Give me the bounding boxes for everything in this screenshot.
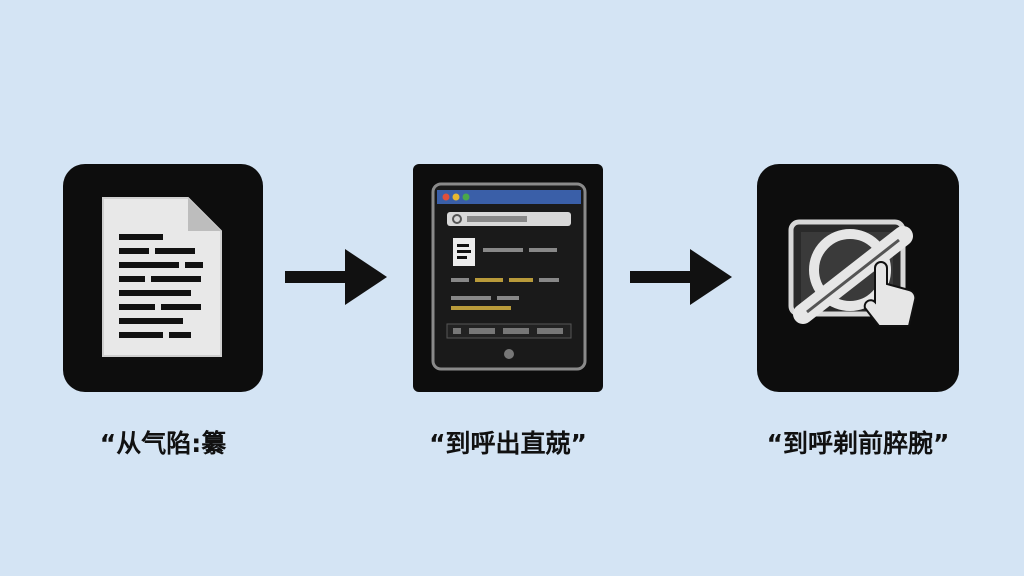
- tap-prohibited-icon: [788, 219, 917, 327]
- arrow-right-icon: [285, 249, 387, 305]
- document-tile: [63, 164, 263, 392]
- step-3-caption: “到呼剃前脺腕”: [766, 429, 950, 458]
- document-icon: [102, 197, 222, 357]
- prohibited-tile: [757, 164, 959, 392]
- tablet-app-icon: [431, 182, 587, 371]
- arrow-right-icon: [630, 249, 732, 305]
- tablet-tile: [413, 164, 603, 392]
- step-2-caption: “到呼出直兢”: [429, 429, 587, 458]
- step-1-caption: “从气陷:纂: [99, 429, 227, 458]
